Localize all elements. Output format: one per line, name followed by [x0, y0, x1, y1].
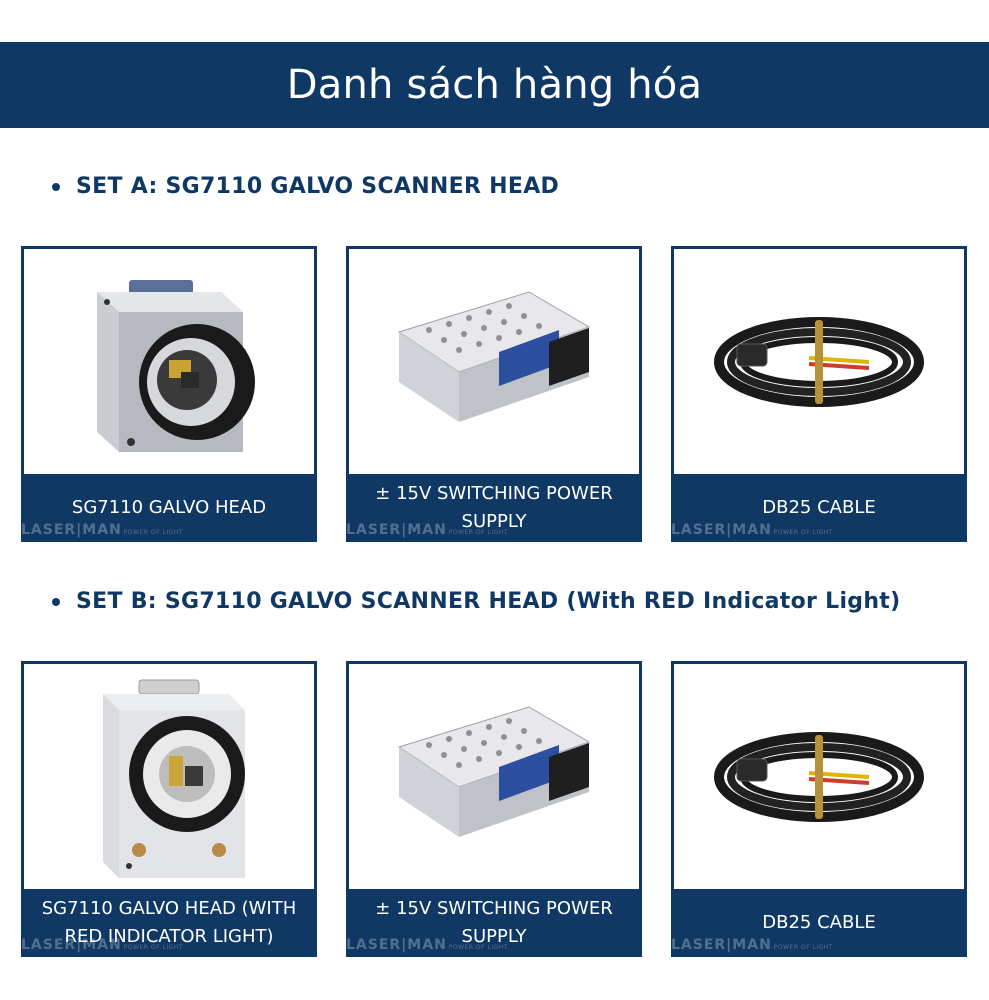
page-title: Danh sách hàng hóa [286, 62, 703, 108]
set-a-heading: SET A: SG7110 GALVO SCANNER HEAD [52, 174, 559, 199]
product-caption: DB25 CABLE [762, 912, 876, 933]
power-supply-image [349, 664, 639, 889]
product-caption: SG7110 GALVO HEAD [71, 497, 267, 518]
set-b-title: SET B: SG7110 GALVO SCANNER HEAD (With R… [76, 589, 901, 614]
power-supply-image [349, 249, 639, 474]
product-caption: ± 15V SWITCHING POWER SUPPLY [375, 898, 613, 947]
db25-cable-image [674, 664, 964, 889]
galvo-head-image [24, 249, 314, 474]
bullet-icon [52, 597, 60, 606]
bullet-icon [52, 182, 60, 191]
galvo-head-red-image [24, 664, 314, 889]
product-caption: SG7110 GALVO HEAD (WITH RED INDICATOR LI… [41, 898, 297, 947]
header-banner: Danh sách hàng hóa [0, 42, 989, 128]
product-caption: ± 15V SWITCHING POWER SUPPLY [375, 483, 613, 532]
set-b-heading: SET B: SG7110 GALVO SCANNER HEAD (With R… [52, 589, 900, 614]
product-card: SG7110 GALVO HEAD (WITH RED INDICATOR LI… [21, 661, 317, 957]
db25-cable-image [674, 249, 964, 474]
set-a-title: SET A: SG7110 GALVO SCANNER HEAD [76, 174, 560, 199]
product-caption: DB25 CABLE [762, 497, 876, 518]
